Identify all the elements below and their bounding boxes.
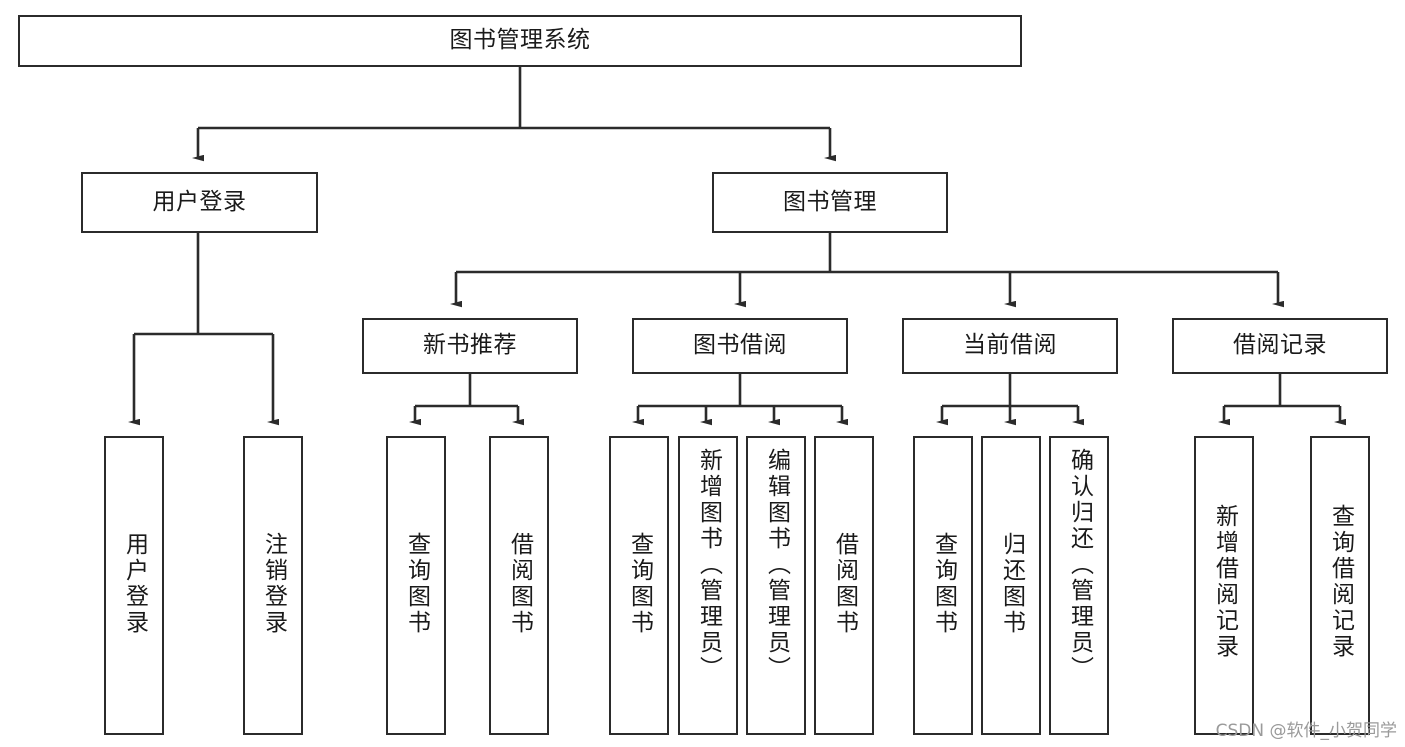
leaf-current-borrow-query-book[interactable]: 查询图书: [913, 436, 973, 735]
leaf-user-login[interactable]: 用户登录: [104, 436, 164, 735]
node-borrow-record[interactable]: 借阅记录: [1172, 318, 1388, 374]
node-new-book-recommendation[interactable]: 新书推荐: [362, 318, 578, 374]
node-label: 图书管理: [783, 188, 877, 215]
leaf-book-borrow-edit-book-admin[interactable]: 编辑图书（管理员）: [746, 436, 806, 735]
node-label: 查询图书: [626, 532, 653, 636]
leaf-current-borrow-return-book[interactable]: 归还图书: [981, 436, 1041, 735]
node-label: 查询借阅记录: [1327, 504, 1354, 660]
node-label: 图书借阅: [693, 332, 787, 359]
node-label: 编辑图书（管理员）: [763, 448, 790, 682]
leaf-current-borrow-confirm-return-admin[interactable]: 确认归还（管理员）: [1049, 436, 1109, 735]
leaf-borrow-record-add-record[interactable]: 新增借阅记录: [1194, 436, 1254, 735]
node-user-login[interactable]: 用户登录: [81, 172, 318, 233]
node-label: 借阅记录: [1233, 332, 1327, 359]
node-label: 新增借阅记录: [1211, 504, 1238, 660]
node-label: 新增图书（管理员）: [695, 448, 722, 682]
node-label: 确认归还（管理员）: [1066, 448, 1093, 682]
leaf-book-borrow-query-book[interactable]: 查询图书: [609, 436, 669, 735]
leaf-book-borrow-borrow-book[interactable]: 借阅图书: [814, 436, 874, 735]
node-current-borrow[interactable]: 当前借阅: [902, 318, 1118, 374]
node-label: 归还图书: [998, 532, 1025, 636]
node-label: 注销登录: [260, 532, 287, 636]
node-label: 借阅图书: [831, 532, 858, 636]
node-label: 新书推荐: [423, 332, 517, 359]
node-label: 用户登录: [121, 532, 148, 636]
node-label: 当前借阅: [963, 332, 1057, 359]
node-root-book-management-system[interactable]: 图书管理系统: [18, 15, 1022, 67]
leaf-new-book-borrow-book[interactable]: 借阅图书: [489, 436, 549, 735]
node-label: 查询图书: [403, 532, 430, 636]
node-label: 查询图书: [930, 532, 957, 636]
leaf-new-book-query-book[interactable]: 查询图书: [386, 436, 446, 735]
node-label: 图书管理系统: [449, 27, 591, 54]
node-label: 用户登录: [152, 188, 247, 215]
node-label: 借阅图书: [506, 532, 533, 636]
node-book-borrow[interactable]: 图书借阅: [632, 318, 848, 374]
leaf-logout[interactable]: 注销登录: [243, 436, 303, 735]
node-book-management[interactable]: 图书管理: [712, 172, 948, 233]
leaf-borrow-record-query-record[interactable]: 查询借阅记录: [1310, 436, 1370, 735]
leaf-book-borrow-add-book-admin[interactable]: 新增图书（管理员）: [678, 436, 738, 735]
